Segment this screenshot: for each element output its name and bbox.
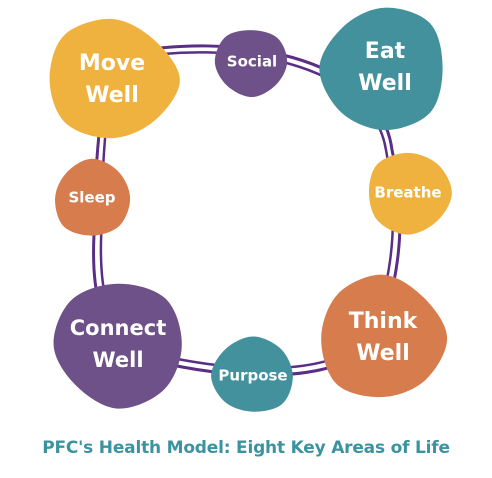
diagram-caption: PFC's Health Model: Eight Key Areas of L… [42,438,450,458]
node-eat-well-label-2: Well [358,71,412,96]
node-move-well-label-2: Well [85,83,139,108]
node-think-well-label-1: Think [349,309,419,334]
node-think-well-label-2: Well [356,341,410,366]
node-breathe-shape [368,152,452,235]
node-purpose: Purpose [211,336,293,412]
node-purpose-label-1: Purpose [218,367,287,385]
node-move-well-label-1: Move [79,51,145,76]
node-breathe: Breathe [368,152,452,235]
node-breathe-label-1: Breathe [374,184,441,202]
node-eat-well-shape [319,7,443,131]
node-connect-well-shape [53,283,182,409]
node-sleep: Sleep [55,158,131,236]
node-think-well-shape [321,274,448,398]
node-move-well-shape [49,18,180,139]
node-connect-well-label-1: Connect [70,316,166,340]
node-social-label-1: Social [227,53,277,71]
node-connect-well-label-2: Well [92,348,143,372]
node-sleep-shape [55,158,131,236]
node-eat-well-label-1: Eat [365,39,406,64]
node-social-shape [214,30,288,98]
node-sleep-label-1: Sleep [68,189,115,207]
node-purpose-shape [211,336,293,412]
node-social: Social [214,30,288,98]
